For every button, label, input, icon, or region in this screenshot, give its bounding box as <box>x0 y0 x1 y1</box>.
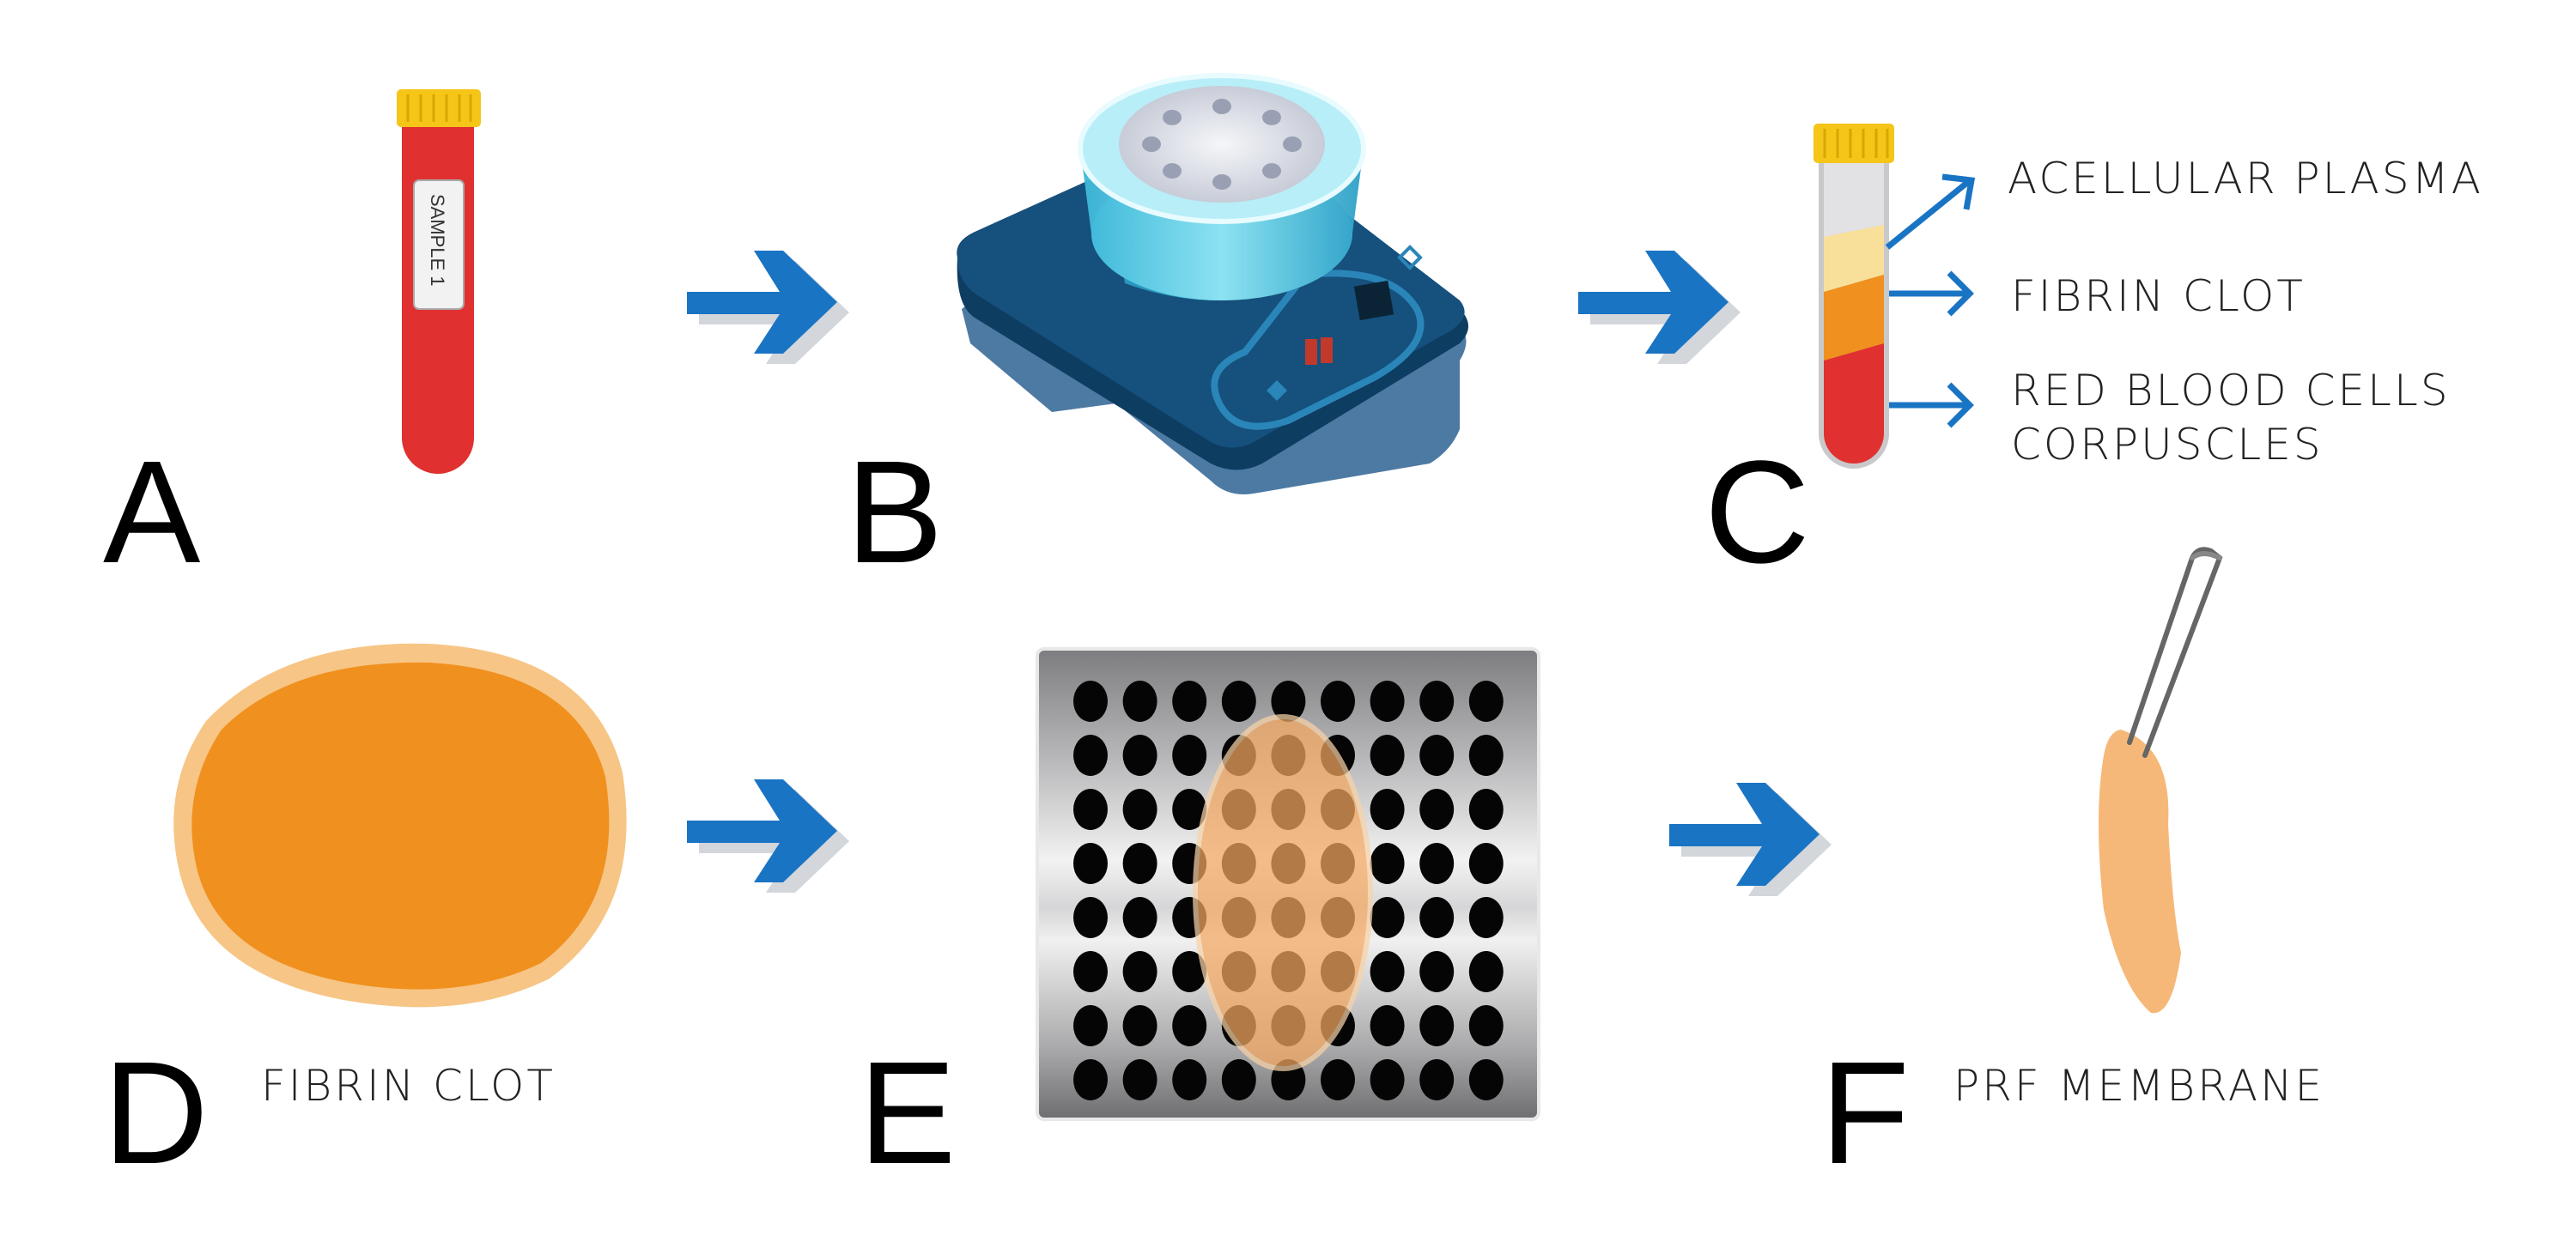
layer-acellular-plasma <box>1824 163 1884 237</box>
rotor-hole <box>1261 163 1281 179</box>
step-letter-f: F <box>1820 1032 1910 1195</box>
plate-hole <box>1419 681 1455 722</box>
plate-hole <box>1321 681 1355 722</box>
step-letter-b: B <box>846 431 943 594</box>
plate-hole <box>1073 843 1108 884</box>
plate-hole <box>1073 681 1108 722</box>
pointer-arrow-plasma <box>1885 179 1971 250</box>
plate-hole <box>1221 1059 1256 1100</box>
layer-red-blood-cells <box>1824 343 1884 464</box>
tweezers-icon <box>2127 547 2223 758</box>
label-acellular-plasma: ACELLULAR PLASMA <box>2008 154 2483 203</box>
rotor-hole <box>1283 136 1302 152</box>
layer-fibrin-clot <box>1824 275 1884 360</box>
plate-hole <box>1073 897 1108 938</box>
plate-hole <box>1419 951 1455 992</box>
plate-hole <box>1370 843 1405 884</box>
plate-hole <box>1073 735 1108 776</box>
tube-label-text: SAMPLE 1 <box>427 194 448 287</box>
plate-hole <box>1468 1059 1504 1100</box>
plate-hole <box>1468 951 1504 992</box>
plate-hole <box>1122 897 1157 938</box>
plate-hole <box>1370 951 1405 992</box>
step-letter-e: E <box>859 1032 956 1195</box>
plate-hole <box>1122 789 1157 830</box>
plate-hole <box>1073 1059 1108 1100</box>
compressed-clot <box>1193 714 1373 1071</box>
plate-hole <box>1419 843 1455 884</box>
label-fibrin-clot: FIBRIN CLOT <box>2011 271 2306 321</box>
plate-hole <box>1122 951 1157 992</box>
plate-hole <box>1221 681 1256 722</box>
plate-hole <box>1122 1005 1157 1046</box>
plate-hole <box>1073 951 1108 992</box>
rotor-hole <box>1163 109 1182 125</box>
caption-prf-membrane: PRF MEMBRANE <box>1953 1061 2324 1111</box>
display-panel <box>1353 280 1394 321</box>
plate-hole <box>1419 1059 1455 1100</box>
plate-hole <box>1468 1005 1504 1046</box>
plate-hole <box>1419 789 1455 830</box>
separated-tube <box>1814 124 1976 469</box>
plate-hole <box>1468 681 1504 722</box>
fibrin-clot-illustration <box>173 643 627 1008</box>
plate-hole <box>1172 789 1207 830</box>
perforated-plate <box>1036 647 1540 1121</box>
plate-hole <box>1122 1059 1157 1100</box>
plate-hole <box>1468 789 1504 830</box>
plate-hole <box>1370 735 1405 776</box>
step-letter-d: D <box>103 1032 209 1195</box>
caption-fibrin-clot: FIBRIN CLOT <box>261 1061 556 1111</box>
plate-hole <box>1370 1059 1405 1100</box>
plate-hole <box>1073 1005 1108 1046</box>
rotor-hole <box>1212 99 1231 114</box>
plate-hole <box>1370 897 1405 938</box>
plate-hole <box>1321 1059 1355 1100</box>
flow-arrow-d-to-e <box>687 779 849 893</box>
blood-sample-tube: SAMPLE 1 <box>397 89 481 474</box>
step-letter-c: C <box>1704 431 1810 594</box>
tube-cap <box>397 89 481 127</box>
plate-hole <box>1370 1005 1405 1046</box>
label-red-blood-cells: RED BLOOD CELLS <box>2011 366 2451 415</box>
plate-hole <box>1172 1005 1207 1046</box>
rotor-holes <box>1142 99 1302 190</box>
plate-hole <box>1468 897 1504 938</box>
plate-hole <box>1468 843 1504 884</box>
plate-hole <box>1419 1005 1455 1046</box>
rotor-hole <box>1261 109 1281 125</box>
plate-hole <box>1419 735 1455 776</box>
rotor-hole <box>1142 136 1161 152</box>
plate-hole <box>1073 789 1108 830</box>
plate-hole <box>1468 735 1504 776</box>
plate-hole <box>1172 1059 1207 1100</box>
flow-arrow-b-to-c <box>1578 251 1741 364</box>
prf-membrane-illustration <box>2099 547 2223 1014</box>
plate-hole <box>1122 681 1157 722</box>
flow-arrow-a-to-b <box>687 251 849 364</box>
tube-label <box>413 179 465 310</box>
plate-hole <box>1419 897 1455 938</box>
flow-arrow-e-to-f <box>1669 783 1832 896</box>
label-corpuscles: CORPUSCLES <box>2011 420 2324 470</box>
layer-plasma-yellow <box>1824 225 1884 292</box>
plate-hole <box>1172 951 1207 992</box>
plate-hole <box>1172 681 1207 722</box>
step-letter-a: A <box>103 431 201 594</box>
plate-hole <box>1172 735 1207 776</box>
prf-membrane <box>2099 730 2181 1014</box>
tube-cap <box>1814 124 1894 163</box>
plate-hole <box>1271 681 1306 722</box>
centrifuge <box>957 73 1468 494</box>
plate-hole <box>1370 681 1405 722</box>
rotor-hole <box>1163 163 1182 179</box>
plate-hole <box>1370 789 1405 830</box>
plate-hole <box>1122 843 1157 884</box>
plate-hole <box>1122 735 1157 776</box>
rotor-hole <box>1212 174 1231 190</box>
